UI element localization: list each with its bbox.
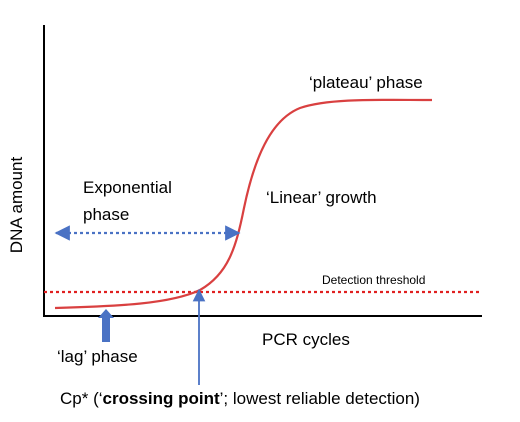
y-axis-label: DNA amount — [7, 157, 26, 254]
crossing-point-label-bold: crossing point — [103, 389, 220, 408]
crossing-point-label: Cp* (‘crossing point’; lowest reliable d… — [60, 389, 420, 408]
x-axis-label: PCR cycles — [262, 330, 350, 349]
lag-phase-label: ‘lag’ phase — [57, 347, 138, 366]
exponential-phase-label-line2: phase — [83, 205, 129, 224]
exponential-phase-label: Exponential — [83, 178, 172, 197]
detection-threshold-label: Detection threshold — [322, 273, 425, 287]
plateau-phase-label: ‘plateau’ phase — [309, 73, 423, 92]
crossing-point-label-suffix: ’; lowest reliable detection) — [220, 389, 420, 408]
crossing-point-label-prefix: Cp* (‘ — [60, 389, 103, 408]
lag-phase-arrow — [98, 309, 114, 342]
linear-growth-label: ‘Linear’ growth — [266, 188, 377, 207]
amplification-curve — [54, 98, 433, 310]
